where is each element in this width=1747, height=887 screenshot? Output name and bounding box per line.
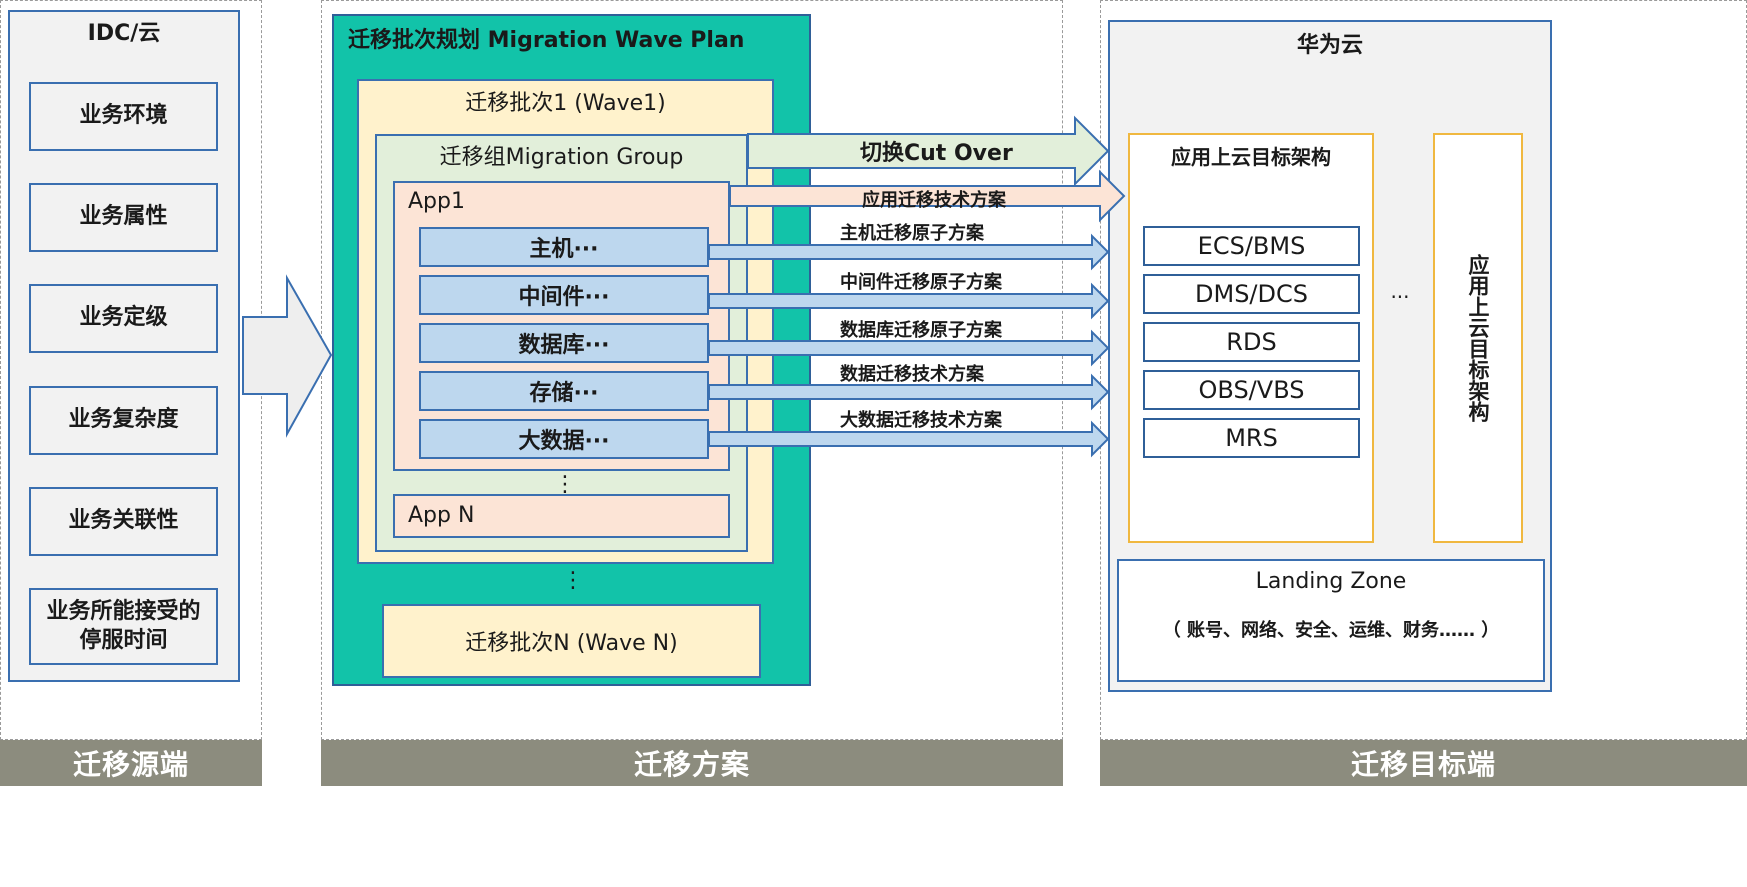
waveN-box: 迁移批次N (Wave N)	[382, 604, 761, 678]
target-arch-vertical-label: 应用上云目标架构	[1466, 254, 1490, 422]
source-to-plan-arrow	[242, 274, 333, 438]
cutover-label: 切换Cut Over	[860, 141, 1013, 166]
source-item-relation: 业务关联性	[29, 487, 218, 556]
component-bigdata: 大数据···	[419, 419, 709, 459]
middleware-label: 中间件迁移原子方案	[840, 272, 1002, 293]
resource-obs-vbs: OBS/VBS	[1143, 370, 1360, 410]
bigdata-arrow	[708, 420, 1110, 458]
component-database: 数据库···	[419, 323, 709, 363]
appN-title: App N	[408, 503, 475, 528]
wave-plan-title: 迁移批次规划 Migration Wave Plan	[348, 28, 745, 53]
resource-ecs-bms: ECS/BMS	[1143, 226, 1360, 266]
landing-zone-desc: （ 账号、网络、安全、运维、财务…… ）	[1162, 620, 1500, 641]
bigdata-label: 大数据迁移技术方案	[840, 410, 1002, 431]
resource-dms-dcs: DMS/DCS	[1143, 274, 1360, 314]
resource-rds: RDS	[1143, 322, 1360, 362]
apps-vdots: ⋮	[554, 471, 576, 497]
source-item-complexity: 业务复杂度	[29, 386, 218, 455]
landing-zone-box	[1117, 559, 1545, 682]
plan-footer: 迁移方案	[321, 740, 1063, 786]
host-label: 主机迁移原子方案	[840, 223, 984, 244]
cutover-arrow	[747, 115, 1110, 187]
app-tech-arrow	[729, 169, 1126, 223]
huawei-cloud-title: 华为云	[1296, 33, 1363, 58]
appN-box	[393, 494, 730, 538]
database-label: 数据库迁移原子方案	[840, 320, 1002, 341]
target-ellipsis: ···	[1390, 285, 1410, 309]
component-storage: 存储···	[419, 371, 709, 411]
app1-title: App1	[408, 189, 465, 214]
component-host: 主机···	[419, 227, 709, 267]
migration-group-title: 迁移组Migration Group	[439, 145, 684, 170]
host-arrow	[708, 233, 1110, 271]
source-item-downtime: 业务所能接受的 停服时间	[29, 588, 218, 665]
source-footer: 迁移源端	[0, 740, 262, 786]
landing-zone-title: Landing Zone	[1255, 568, 1407, 594]
target-arch-title: 应用上云目标架构	[1171, 144, 1331, 169]
target-footer: 迁移目标端	[1100, 740, 1747, 786]
data-arrow	[708, 373, 1110, 411]
target-arch-vertical: 应用上云目标架构	[1433, 133, 1523, 543]
source-item-attr: 业务属性	[29, 183, 218, 252]
resource-mrs: MRS	[1143, 418, 1360, 458]
data-label: 数据迁移技术方案	[840, 364, 984, 385]
source-item-level: 业务定级	[29, 284, 218, 353]
middleware-arrow	[708, 282, 1110, 320]
waves-vdots: ⋮	[562, 567, 584, 593]
source-item-env: 业务环境	[29, 82, 218, 151]
app-tech-label: 应用迁移技术方案	[862, 190, 1006, 211]
source-title: IDC/云	[87, 21, 161, 46]
database-arrow	[708, 329, 1110, 367]
wave1-title: 迁移批次1 (Wave1)	[465, 91, 666, 116]
